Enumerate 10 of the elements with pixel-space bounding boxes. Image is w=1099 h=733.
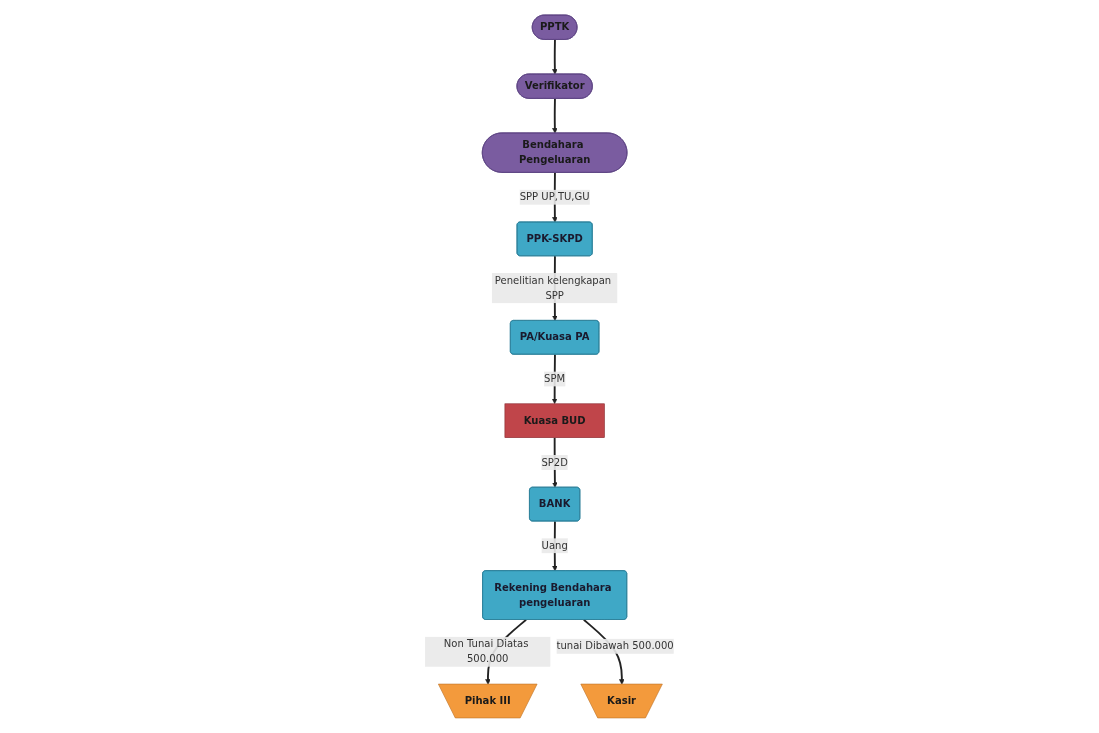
edge-label: SP2D [541,456,569,469]
edge-label: Penelitian kelengkapan SPP [495,274,612,302]
edge-label: SPP UP,TU,GU [519,190,590,203]
arrow [552,38,558,75]
edge-label: Uang [541,539,568,552]
edge-label: Non Tunai Diatas 500.000 [443,638,529,665]
node-box: Kuasa BUD [504,403,605,438]
edge-label: SPM [544,372,566,385]
edge-label: tunai Dibawah 500.000 [556,640,674,652]
arrow [552,97,558,134]
